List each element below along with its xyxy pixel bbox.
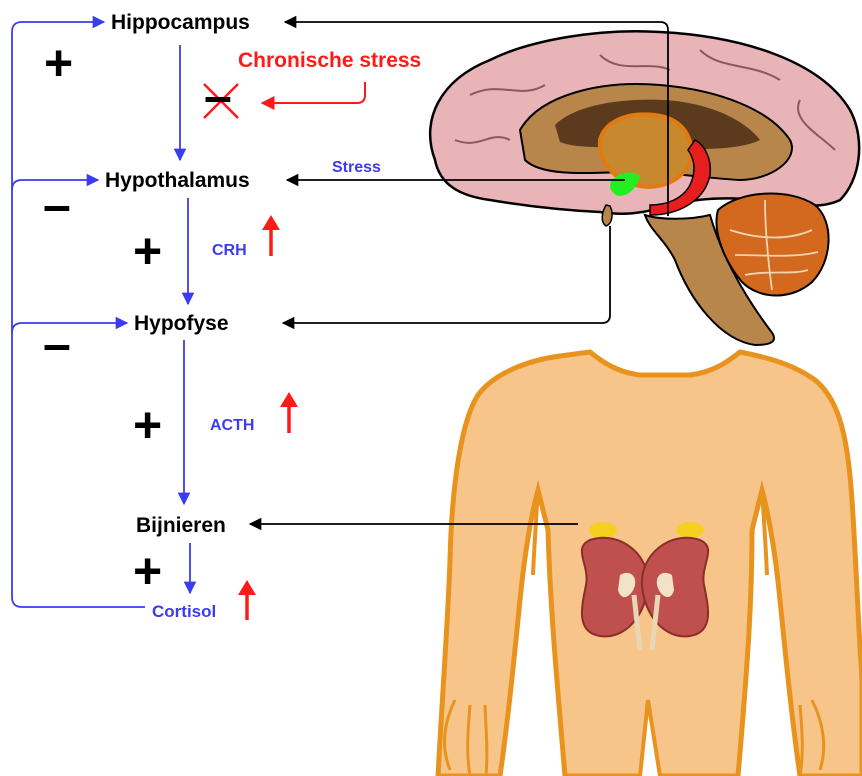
crh-label: CRH: [212, 242, 247, 259]
plus-sign: +: [44, 35, 73, 91]
up-arrow-icon: [280, 392, 298, 433]
up-arrow-icon: [262, 215, 280, 256]
hypofyse-label: Hypofyse: [134, 312, 229, 335]
acth-label: ACTH: [210, 417, 254, 434]
minus-sign: –: [204, 68, 232, 124]
right-adrenal-gland: [676, 522, 704, 538]
plus-sign: +: [133, 397, 162, 453]
up-arrow-icon: [238, 580, 256, 620]
minus-sign: –: [43, 177, 71, 233]
feedback-loops: [12, 22, 145, 607]
chronic-stress-arrow: [262, 82, 365, 103]
plus-sign: +: [133, 223, 162, 279]
bijnieren-label: Bijnieren: [136, 514, 226, 537]
hypothalamus-label: Hypothalamus: [105, 169, 250, 192]
hippocampus-label: Hippocampus: [111, 11, 250, 34]
stress-label: Stress: [332, 159, 381, 176]
hypofyse-pointer: [283, 226, 610, 323]
cortisol-label: Cortisol: [152, 602, 216, 621]
cortisol-to-hippocampus-feedback: [12, 22, 145, 607]
left-adrenal-gland: [589, 522, 617, 538]
minus-sign: –: [43, 316, 71, 372]
brain-illustration: [430, 31, 859, 345]
chronic-stress-label: Chronische stress: [238, 49, 421, 72]
plus-sign: +: [133, 543, 162, 599]
